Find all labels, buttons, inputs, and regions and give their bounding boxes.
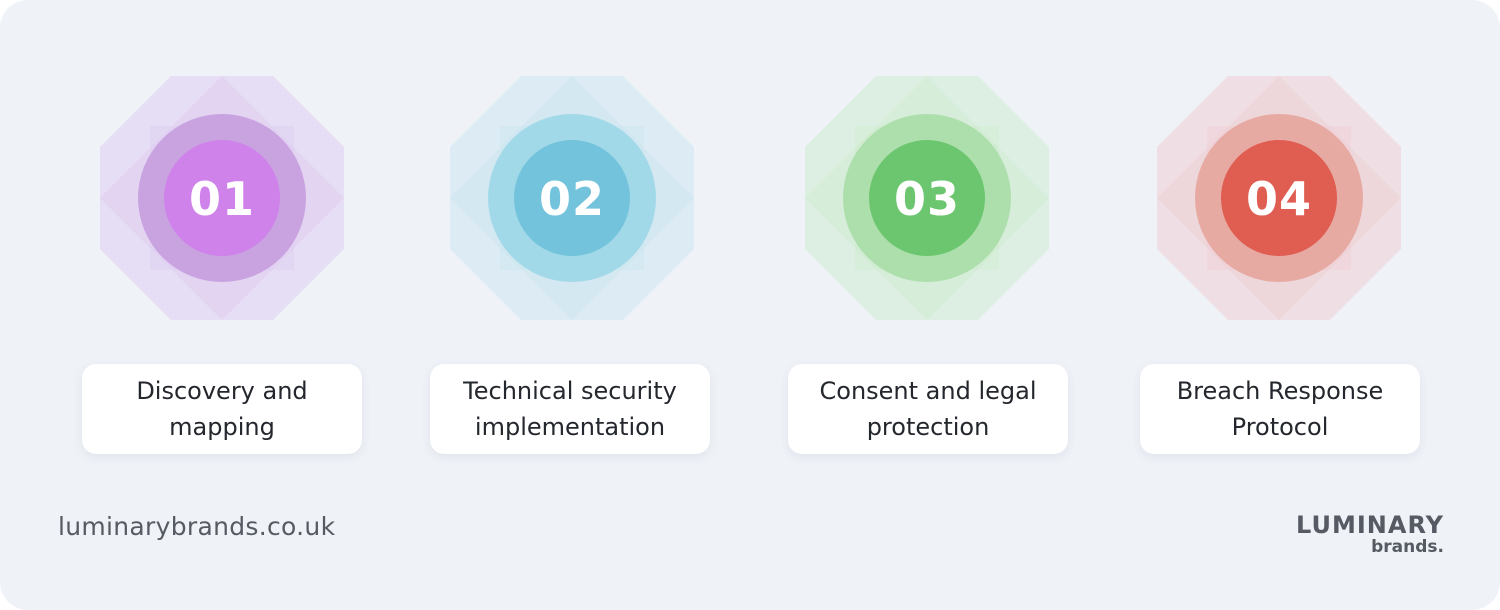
octagon-badge-icon — [450, 76, 694, 320]
step-number: 01 — [188, 172, 255, 226]
step-label: Discovery and mapping — [136, 377, 308, 441]
step-number: 04 — [1245, 172, 1312, 226]
step-3-card: Consent and legal protection — [788, 364, 1068, 454]
step-label: Consent and legal protection — [819, 377, 1037, 441]
step-3-badge: 03 — [805, 76, 1049, 320]
step-2-card: Technical security implementation — [430, 364, 710, 454]
step-label: Breach Response Protocol — [1176, 377, 1384, 441]
step-4-card: Breach Response Protocol — [1140, 364, 1420, 454]
step-1-card: Discovery and mapping — [82, 364, 362, 454]
logo-subtext: brands. — [1371, 537, 1444, 557]
step-2-badge: 02 — [450, 76, 694, 320]
logo-wordmark: LUMINARY — [1296, 511, 1444, 539]
octagon-badge-icon — [100, 76, 344, 320]
step-4-badge: 04 — [1157, 76, 1401, 320]
step-label: Technical security implementation — [463, 377, 677, 441]
step-number: 03 — [893, 172, 960, 226]
octagon-badge-icon — [1157, 76, 1401, 320]
octagon-badge-icon — [805, 76, 1049, 320]
step-1-badge: 01 — [100, 76, 344, 320]
website-url: luminarybrands.co.uk — [58, 512, 336, 541]
step-number: 02 — [538, 172, 605, 226]
brand-logo: LUMINARY brands. — [1296, 512, 1444, 556]
